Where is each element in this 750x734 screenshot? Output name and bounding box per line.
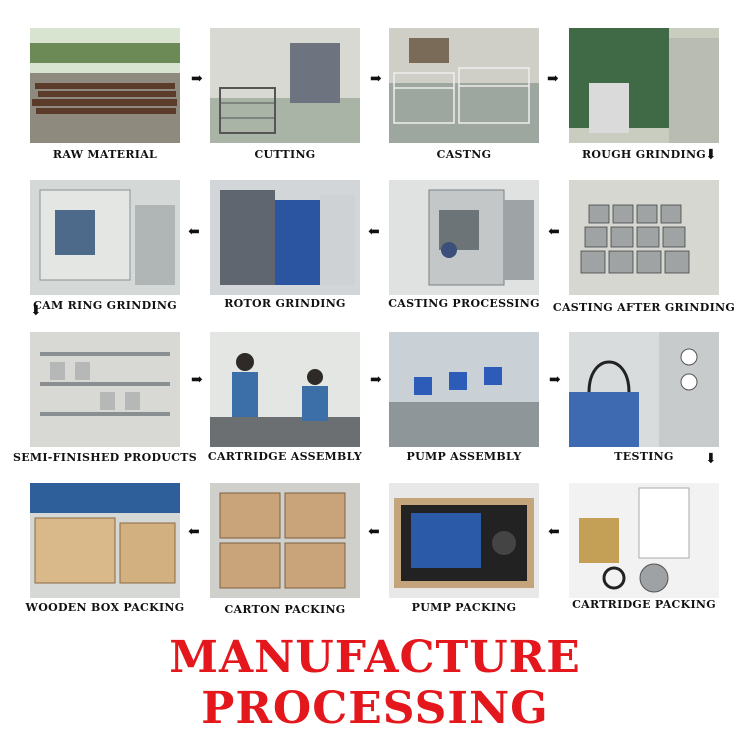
testing-photo	[569, 332, 719, 447]
step-label: SEMI-FINISHED PRODUCTS	[12, 451, 198, 464]
arrow-down-icon: ⬇	[705, 147, 717, 163]
arrow-right-icon: ➡	[191, 71, 203, 87]
step-label: CASTNG	[436, 148, 492, 161]
step-label: CASTING AFTER GRINDING	[552, 301, 736, 314]
carton-packing-photo	[210, 483, 360, 598]
arrow-right-icon: ➡	[191, 372, 203, 388]
pump-packing-photo	[389, 483, 539, 598]
wooden-box-packing-photo	[30, 483, 180, 598]
arrow-right-icon: ➡	[549, 372, 561, 388]
arrow-down-icon: ⬇	[30, 303, 42, 319]
pump-assembly-photo	[389, 332, 539, 447]
step-label: CARTON PACKING	[224, 603, 346, 616]
page-title: MANUFACTURE PROCESSING	[169, 632, 581, 734]
casting-processing-photo	[389, 180, 539, 295]
rough-grinding-photo	[569, 28, 719, 143]
arrow-left-icon: ⬅	[548, 524, 560, 540]
step-label: ROTOR GRINDING	[224, 297, 346, 310]
casting-photo	[389, 28, 539, 143]
cartridge-packing-photo	[569, 483, 719, 598]
cutting-photo	[210, 28, 360, 143]
step-label: PUMP PACKING	[411, 601, 517, 614]
arrow-right-icon: ➡	[370, 71, 382, 87]
arrow-left-icon: ⬅	[368, 224, 380, 240]
arrow-left-icon: ⬅	[548, 224, 560, 240]
casting-after-grinding-photo	[569, 180, 719, 295]
arrow-right-icon: ➡	[547, 71, 559, 87]
semi-finished-products-photo	[30, 332, 180, 447]
step-label: RAW MATERIAL	[52, 148, 158, 161]
arrow-right-icon: ➡	[370, 372, 382, 388]
step-label: WOODEN BOX PACKING	[25, 601, 185, 614]
arrow-left-icon: ⬅	[188, 224, 200, 240]
cartridge-assembly-photo	[210, 332, 360, 447]
arrow-left-icon: ⬅	[188, 524, 200, 540]
step-label: CAM RING GRINDING	[33, 299, 177, 312]
raw-material-photo	[30, 28, 180, 143]
step-label: CARTRIDGE ASSEMBLY	[207, 450, 363, 463]
step-label: CASTING PROCESSING	[388, 297, 540, 310]
step-label: PUMP ASSEMBLY	[406, 450, 522, 463]
step-label: CUTTING	[254, 148, 316, 161]
step-label: ROUGH GRINDING	[581, 148, 706, 161]
arrow-left-icon: ⬅	[368, 524, 380, 540]
cam-ring-grinding-photo	[30, 180, 180, 295]
step-label: CARTRIDGE PACKING	[572, 598, 716, 611]
rotor-grinding-photo	[210, 180, 360, 295]
step-label: TESTING	[614, 450, 674, 463]
arrow-down-icon: ⬇	[705, 451, 717, 467]
